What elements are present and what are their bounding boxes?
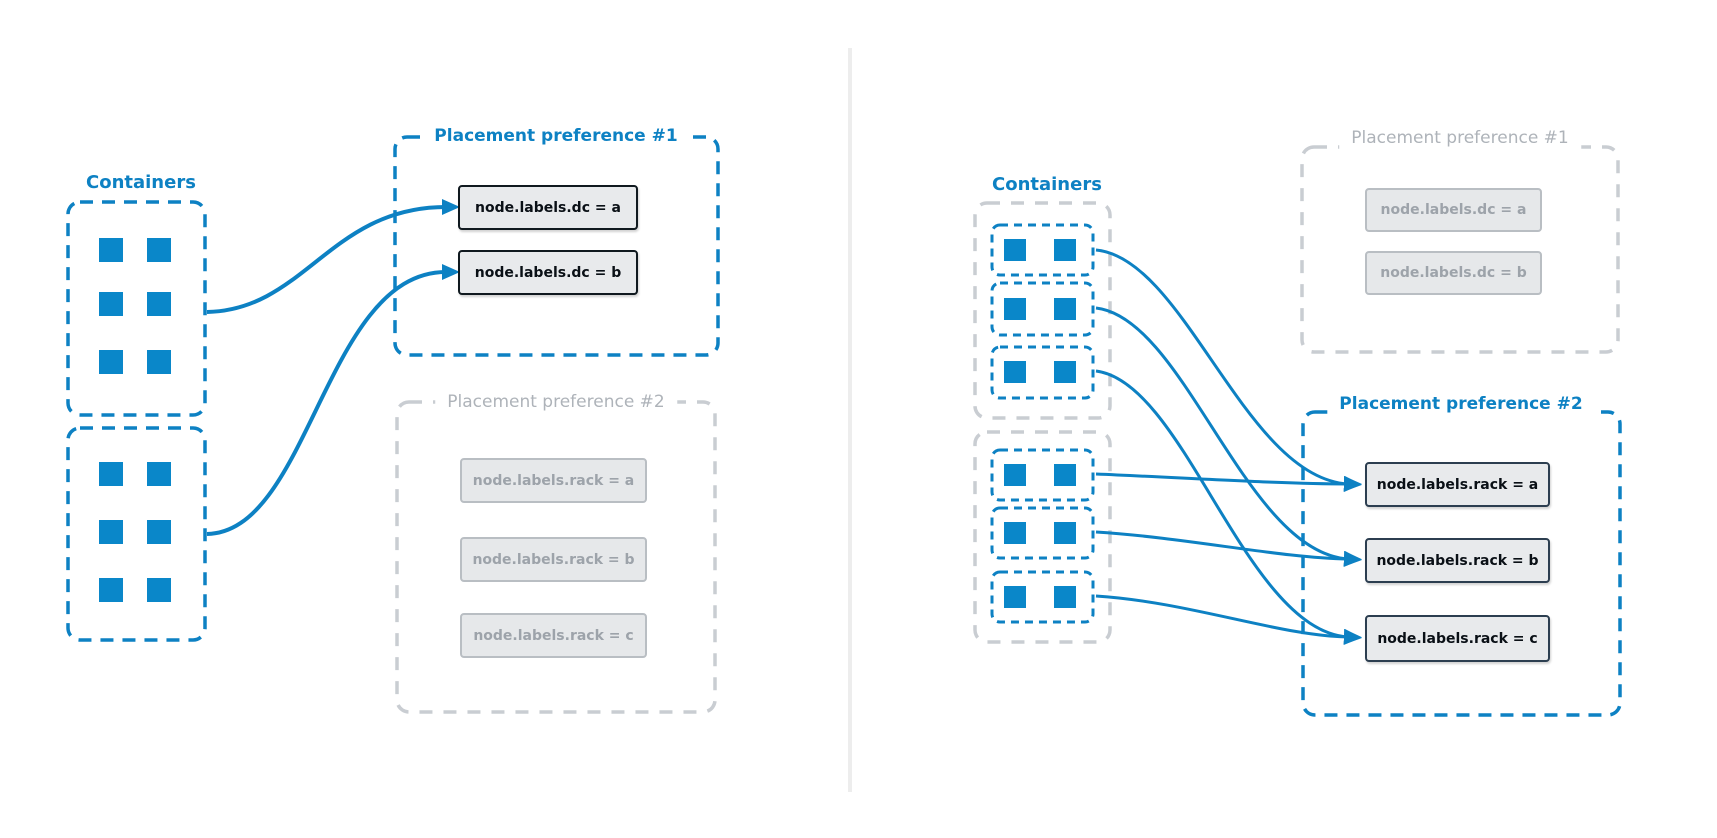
containers-label: Containers [992, 174, 1102, 195]
label-box-rack-a: node.labels.rack = a [1365, 462, 1550, 507]
container-icon-group [99, 238, 171, 602]
flow-arrow [1095, 594, 1362, 645]
container-icon [1054, 361, 1076, 383]
container-subgroup-box [990, 506, 1095, 560]
flow-arrows-left [206, 199, 460, 536]
container-icon [147, 350, 171, 374]
container-subgroup-box [990, 345, 1095, 400]
container-group-box [66, 200, 207, 417]
flow-arrow [1095, 472, 1362, 492]
container-icon [147, 520, 171, 544]
preference2-box [1301, 410, 1622, 717]
flow-arrow [1095, 306, 1362, 567]
container-icon [99, 238, 123, 262]
label-box-dc-a: node.labels.dc = a [458, 185, 638, 230]
container-icon [1054, 464, 1076, 486]
preference1-box [393, 135, 720, 357]
container-icon [1004, 239, 1026, 261]
flow-arrow [206, 264, 460, 536]
label-box-dc-a: node.labels.dc = a [1365, 188, 1542, 232]
label-box-rack-b: node.labels.rack = b [460, 537, 647, 582]
container-icon [147, 578, 171, 602]
container-subgroup-box [990, 281, 1095, 337]
containers-label: Containers [86, 172, 196, 193]
container-icon [99, 462, 123, 486]
container-icon-group [1004, 239, 1076, 608]
container-group-box [973, 430, 1112, 644]
container-icon [99, 350, 123, 374]
container-icon [147, 238, 171, 262]
container-icon [1004, 586, 1026, 608]
container-icon [1054, 298, 1076, 320]
container-icon [1004, 361, 1026, 383]
container-subgroup-box [990, 223, 1095, 277]
container-subgroup-box [990, 570, 1095, 624]
container-group-box [66, 426, 207, 642]
label-box-rack-b: node.labels.rack = b [1365, 538, 1550, 583]
container-icon [99, 520, 123, 544]
flow-arrow [1095, 530, 1362, 567]
preference1-box [1300, 145, 1620, 354]
preference2-title: Placement preference #2 [435, 390, 677, 414]
container-icon [1004, 298, 1026, 320]
flow-arrows-right [1095, 248, 1362, 645]
container-icon [147, 292, 171, 316]
label-box-dc-b: node.labels.dc = b [1365, 251, 1542, 295]
flow-arrow [1095, 369, 1362, 645]
container-icon [147, 462, 171, 486]
container-icon [1054, 239, 1076, 261]
preference2-title: Placement preference #2 [1327, 392, 1595, 416]
container-icon [1054, 522, 1076, 544]
label-box-dc-b: node.labels.dc = b [458, 250, 638, 295]
flow-arrow [206, 199, 460, 314]
label-box-rack-a: node.labels.rack = a [460, 458, 647, 503]
container-icon [1054, 586, 1076, 608]
preference1-title: Placement preference #1 [1339, 126, 1581, 150]
flow-arrow [1095, 248, 1362, 492]
container-group-box [973, 201, 1112, 420]
preference1-title: Placement preference #1 [422, 124, 690, 148]
label-box-rack-c: node.labels.rack = c [1365, 615, 1550, 662]
label-box-rack-c: node.labels.rack = c [460, 613, 647, 658]
container-icon [99, 292, 123, 316]
container-subgroup-boxes [990, 223, 1095, 624]
container-subgroup-box [990, 448, 1095, 502]
container-icon [99, 578, 123, 602]
container-icon [1004, 464, 1026, 486]
container-icon [1004, 522, 1026, 544]
